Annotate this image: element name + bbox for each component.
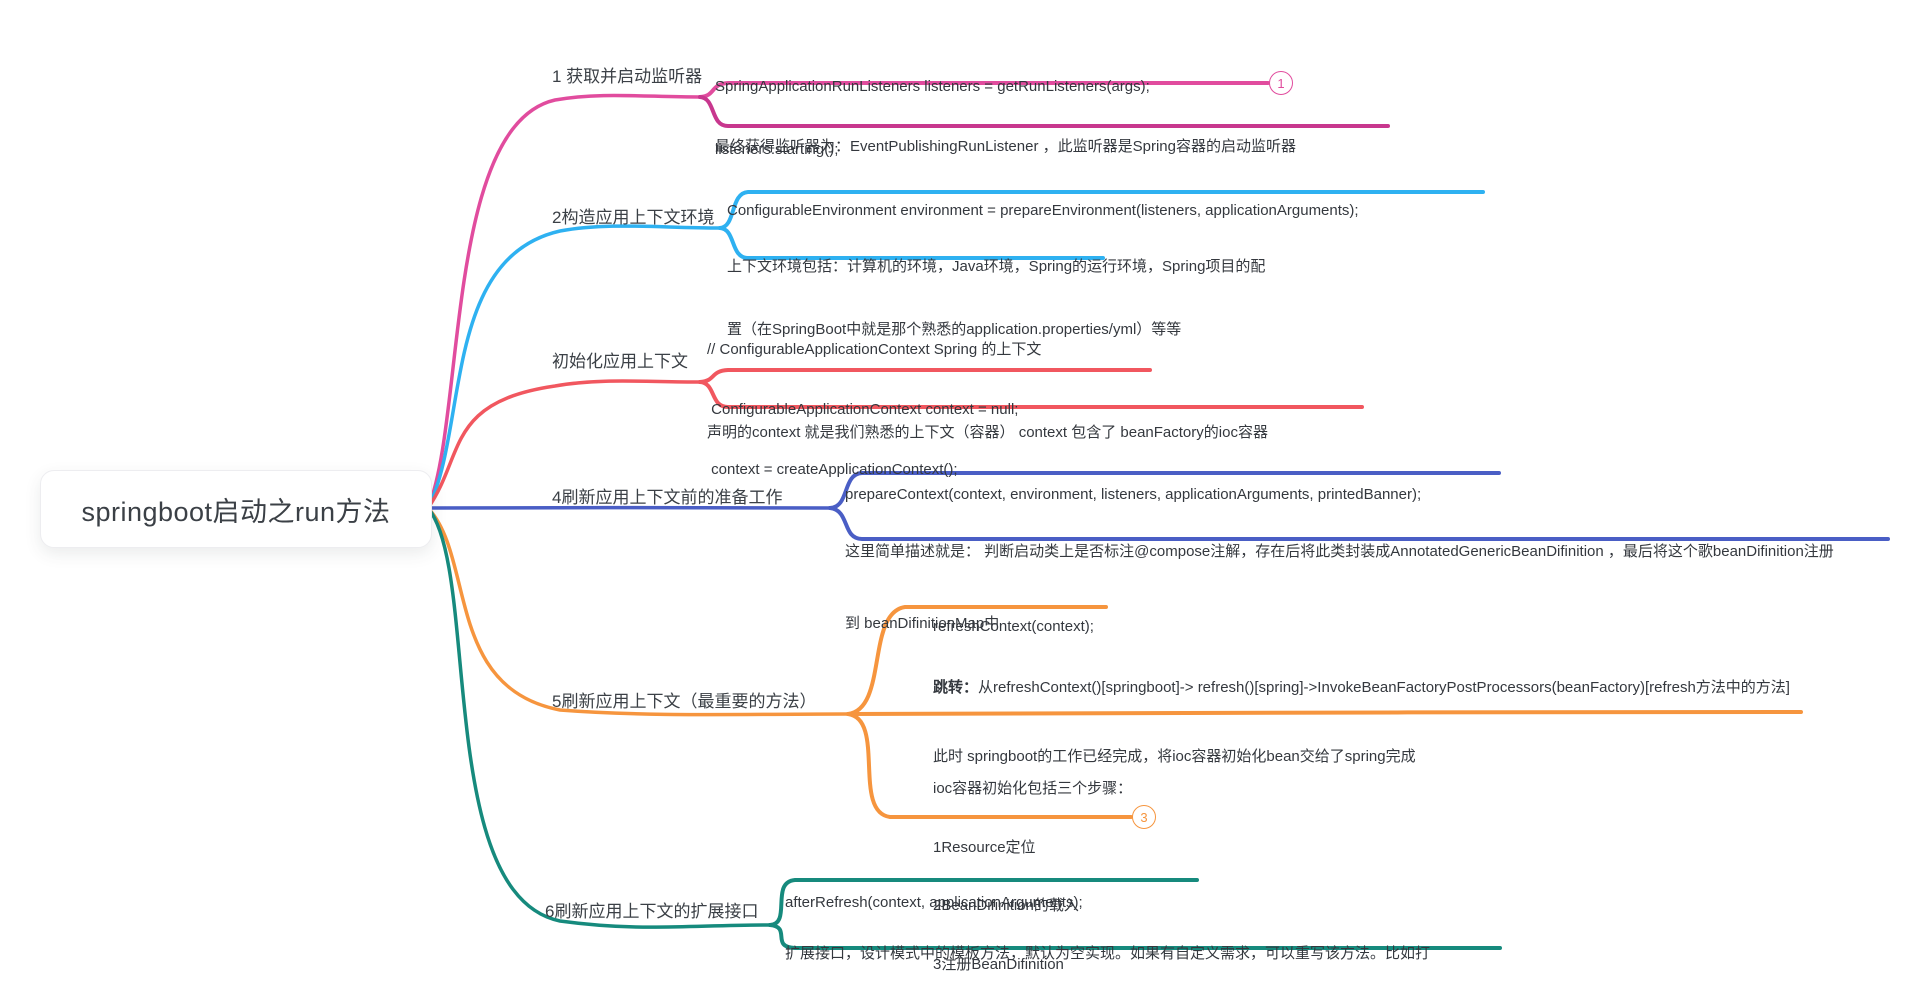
root-topic-title: springboot启动之run方法 (81, 496, 391, 527)
branch5-connector (426, 506, 850, 717)
branch5-child3-underline (846, 712, 1133, 819)
branch5-child1-underline (846, 605, 1108, 716)
branch2-connector (426, 224, 722, 510)
branch3-connector (426, 379, 702, 510)
branch5-child2-underline (846, 710, 1803, 716)
branch4-label[interactable]: 4刷新应用上下文前的准备工作 (552, 488, 783, 507)
relationship-badge-3[interactable]: 3 (1132, 805, 1156, 829)
branch5-child1-text[interactable]: refreshContext(context); (933, 618, 1094, 635)
branch4-child1-text[interactable]: prepareContext(context, environment, lis… (845, 486, 1422, 503)
branch1-child2-text[interactable]: 最终获得监听器为：EventPublishingRunListener ，此监听… (715, 138, 1296, 155)
root-topic[interactable]: springboot启动之run方法 (40, 470, 432, 548)
branch3-label[interactable]: 初始化应用上下文 (552, 352, 688, 371)
branch5-label[interactable]: 5刷新应用上下文（最重要的方法） (552, 692, 817, 711)
branch3-child1-text[interactable]: // ConfigurableApplicationContext Spring… (707, 341, 1042, 478)
branch6-child1-text[interactable]: afterRefresh(context, applicationArgumen… (785, 894, 1083, 911)
branch4-child2-underline (828, 506, 1890, 541)
branch6-child1-underline (768, 878, 1199, 927)
branch6-child2-text[interactable]: 扩展接口，设计模式中的模板方法，默认为空实现。如果有自定义需求，可以重写该方法。… (785, 945, 1431, 962)
branch5-child3-text[interactable]: ioc容器初始化包括三个步骤： 1Resource定位 2BeanDifinit… (933, 780, 1133, 973)
branch2-child2-underline (718, 226, 1105, 260)
branch3-child2-text[interactable]: 声明的context 就是我们熟悉的上下文（容器） context 包含了 be… (707, 424, 1268, 441)
branch2-child1-underline (718, 190, 1485, 230)
branch1-child2-underline (698, 95, 1390, 128)
branch4-child2-text[interactable]: 这里简单描述就是： 判断启动类上是否标注@compose注解，存在后将此类封装成… (845, 543, 1834, 632)
branch6-label[interactable]: 6刷新应用上下文的扩展接口 (545, 902, 759, 921)
branch2-child1-text[interactable]: ConfigurableEnvironment environment = pr… (727, 202, 1359, 219)
branch2-label[interactable]: 2构造应用上下文环境 (552, 208, 715, 227)
branch4-child1-underline (828, 471, 1501, 510)
branch1-label[interactable]: 1 获取并启动监听器 (552, 67, 703, 86)
branch5-child2-text[interactable]: 跳转：从refreshContext()[springboot]-> refre… (933, 679, 1790, 765)
branch6-connector (426, 506, 772, 929)
branch1-child1-text[interactable]: SpringApplicationRunListeners listeners … (715, 78, 1150, 158)
branch1-connector (426, 93, 702, 510)
branch6-child2-underline (768, 923, 1502, 950)
branch2-child2-text[interactable]: 上下文环境包括：计算机的环境，Java环境，Spring的运行环境，Spring… (727, 258, 1266, 338)
jump-bold-prefix: 跳转： (933, 679, 979, 696)
branch3-child2-underline (698, 380, 1364, 409)
relationship-badge-1[interactable]: 1 (1269, 71, 1293, 95)
